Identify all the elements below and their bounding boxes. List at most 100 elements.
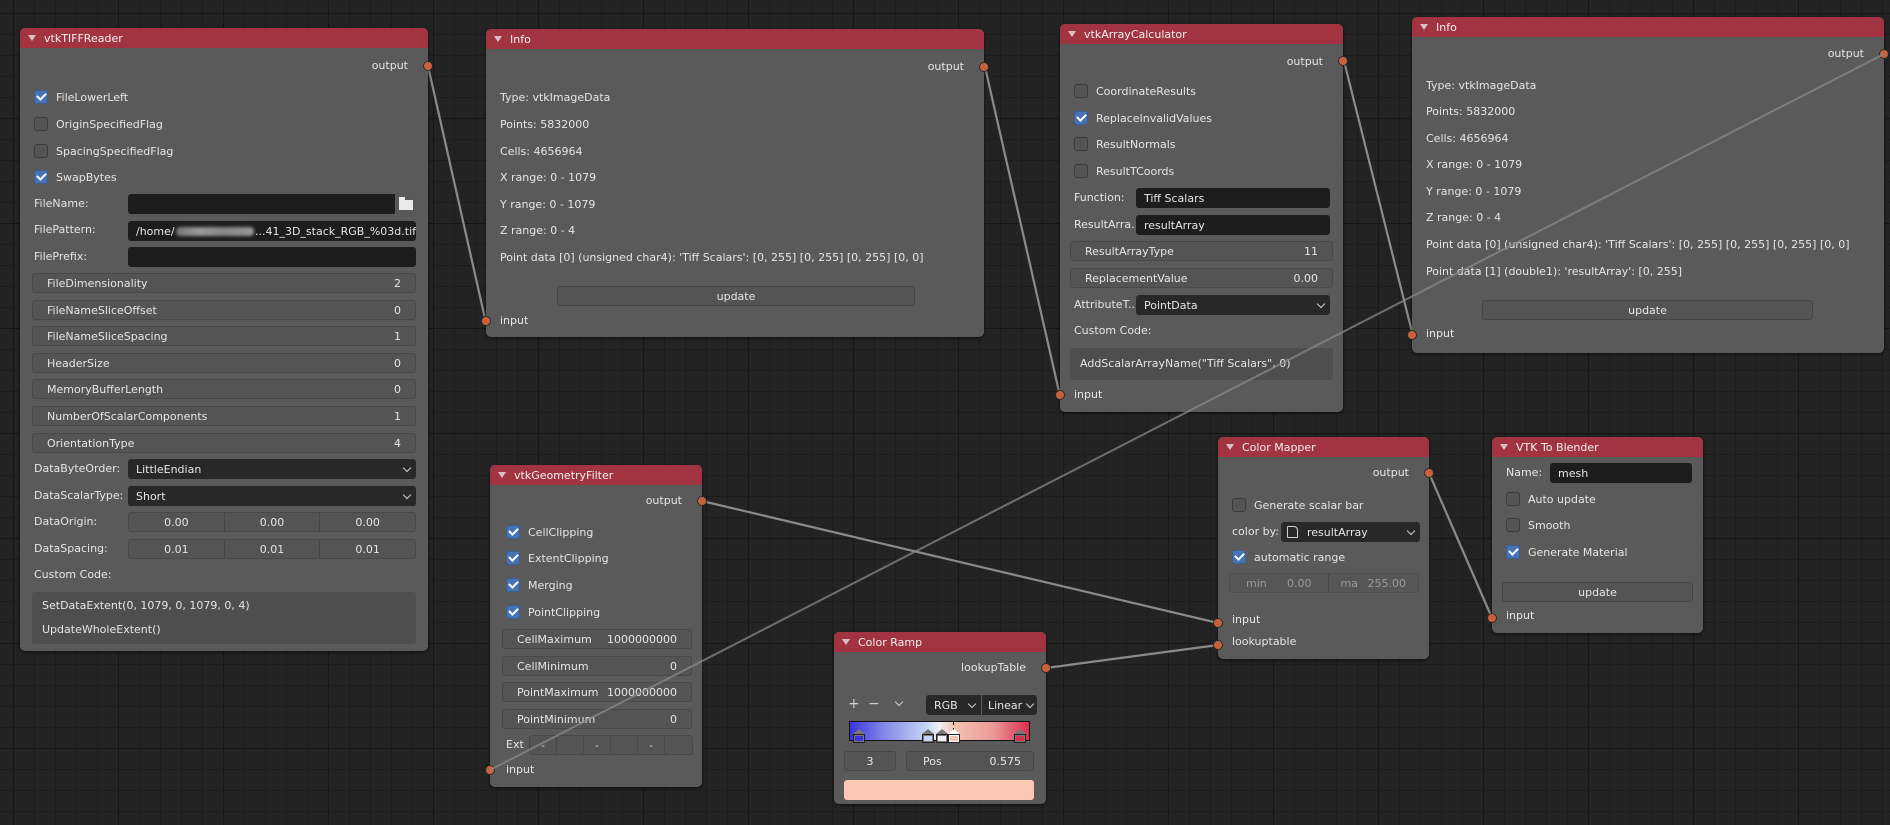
field-file-name-slice-offset[interactable]: FileNameSliceOffset 0	[32, 300, 416, 320]
custom-code-box[interactable]: SetDataExtent(0, 1079, 0, 1079, 0, 4) Up…	[32, 592, 416, 644]
checkbox-icon[interactable]	[1074, 137, 1088, 151]
node-header[interactable]: vtkArrayCalculator	[1060, 24, 1343, 44]
checkbox-icon[interactable]	[1074, 111, 1088, 125]
checkbox-swap-bytes[interactable]: SwapBytes	[34, 168, 117, 186]
checkbox-auto-update[interactable]: Auto update	[1506, 490, 1596, 508]
input-socket[interactable]	[1487, 613, 1497, 623]
node-header[interactable]: Color Mapper	[1218, 437, 1429, 457]
output-socket[interactable]	[1041, 663, 1051, 673]
collapse-triangle-icon[interactable]	[498, 472, 506, 478]
field-memory-buffer-length[interactable]: MemoryBufferLength 0	[32, 379, 416, 399]
node-vtk-geometry-filter[interactable]: vtkGeometryFilter output CellClipping Ex…	[485, 465, 707, 787]
output-socket[interactable]	[979, 62, 989, 72]
color-by-dropdown[interactable]: resultArray	[1281, 522, 1420, 542]
ramp-stop-0[interactable]	[853, 729, 865, 743]
checkbox-automatic-range[interactable]: automatic range	[1232, 548, 1345, 566]
checkbox-icon[interactable]	[34, 117, 48, 131]
remove-stop-icon[interactable]: −	[868, 696, 880, 712]
custom-code-box[interactable]: AddScalarArrayName("Tiff Scalars", 0)	[1070, 348, 1333, 380]
checkbox-coordinate-results[interactable]: CoordinateResults	[1074, 82, 1196, 100]
ramp-stop-3-active[interactable]	[948, 729, 960, 743]
node-header[interactable]: vtkGeometryFilter	[490, 465, 702, 485]
byte-order-dropdown[interactable]: LittleEndian	[128, 459, 416, 479]
scalar-type-dropdown[interactable]: Short	[128, 486, 416, 506]
function-input[interactable]: Tiff Scalars	[1136, 188, 1330, 208]
node-info-left[interactable]: Info output Type: vtkImageData Points: 5…	[481, 29, 989, 337]
node-header[interactable]: Color Ramp	[834, 632, 1046, 652]
field-point-maximum[interactable]: PointMaximum 1000000000	[502, 682, 692, 702]
checkbox-icon[interactable]	[506, 525, 520, 539]
ramp-stop-4[interactable]	[1014, 729, 1026, 743]
spacing-x[interactable]: 0.01	[129, 540, 225, 558]
checkbox-icon[interactable]	[506, 551, 520, 565]
checkbox-icon[interactable]	[506, 578, 520, 592]
node-info-right[interactable]: Info output Type: vtkImageData Points: 5…	[1407, 17, 1889, 353]
checkbox-point-clipping[interactable]: PointClipping	[506, 603, 600, 621]
origin-x[interactable]: 0.00	[129, 513, 225, 531]
field-cell-maximum[interactable]: CellMaximum 1000000000	[502, 629, 692, 649]
input-socket[interactable]	[485, 765, 495, 775]
spacing-z[interactable]: 0.01	[355, 542, 380, 556]
field-cell-minimum[interactable]: CellMinimum 0	[502, 656, 692, 676]
collapse-triangle-icon[interactable]	[28, 35, 36, 41]
checkbox-icon[interactable]	[1232, 550, 1246, 564]
checkbox-spacing-specified-flag[interactable]: SpacingSpecifiedFlag	[34, 142, 173, 160]
checkbox-replace-invalid-values[interactable]: ReplaceInvalidValues	[1074, 109, 1212, 127]
field-replacement-value[interactable]: ReplacementValue 0.00	[1070, 268, 1333, 288]
checkbox-icon[interactable]	[1074, 84, 1088, 98]
checkbox-icon[interactable]	[1074, 164, 1088, 178]
node-vtk-array-calculator[interactable]: vtkArrayCalculator output CoordinateResu…	[1055, 24, 1348, 412]
color-ramp-gradient[interactable]	[849, 721, 1030, 743]
checkbox-result-normals[interactable]: ResultNormals	[1074, 135, 1176, 153]
checkbox-icon[interactable]	[1506, 545, 1520, 559]
input-socket[interactable]	[481, 316, 491, 326]
input-socket[interactable]	[1407, 330, 1417, 340]
checkbox-origin-specified-flag[interactable]: OriginSpecifiedFlag	[34, 115, 163, 133]
data-spacing-vector[interactable]: 0.01 0.01 0.01	[128, 539, 416, 559]
checkbox-icon[interactable]	[34, 170, 48, 184]
collapse-triangle-icon[interactable]	[842, 639, 850, 645]
file-name-input[interactable]	[128, 194, 396, 214]
collapse-triangle-icon[interactable]	[1068, 31, 1076, 37]
node-color-ramp[interactable]: Color Ramp lookupTable + − RGB Linear 3 …	[834, 632, 1051, 804]
collapse-triangle-icon[interactable]	[1420, 24, 1428, 30]
update-button[interactable]: update	[557, 286, 915, 306]
field-point-minimum[interactable]: PointMinimum 0	[502, 709, 692, 729]
active-stop-color-swatch[interactable]	[844, 780, 1034, 800]
extent-3[interactable]	[611, 736, 638, 754]
checkbox-icon[interactable]	[34, 144, 48, 158]
input-socket[interactable]	[1213, 618, 1223, 628]
node-vtk-tiff-reader[interactable]: vtkTIFFReader output FileLowerLeft Origi…	[20, 28, 433, 651]
checkbox-icon[interactable]	[34, 90, 48, 104]
checkbox-smooth[interactable]: Smooth	[1506, 516, 1570, 534]
field-file-name-slice-spacing[interactable]: FileNameSliceSpacing 1	[32, 326, 416, 346]
checkbox-generate-scalar-bar[interactable]: Generate scalar bar	[1232, 496, 1363, 514]
extent-5[interactable]	[665, 736, 692, 754]
checkbox-icon[interactable]	[506, 605, 520, 619]
data-origin-vector[interactable]: 0.00 0.00 0.00	[128, 512, 416, 532]
min-field[interactable]: min 0.00	[1230, 574, 1329, 592]
file-prefix-input[interactable]	[128, 247, 416, 267]
node-header[interactable]: vtkTIFFReader	[20, 28, 428, 48]
field-result-array-type[interactable]: ResultArrayType 11	[1070, 241, 1333, 261]
interpolation-dropdown[interactable]: Linear	[982, 695, 1037, 715]
output-socket[interactable]	[1424, 468, 1434, 478]
lookuptable-socket[interactable]	[1213, 640, 1223, 650]
max-field[interactable]: ma 255.00	[1329, 574, 1419, 592]
node-vtk-to-blender[interactable]: VTK To Blender Name: mesh Auto update Sm…	[1487, 437, 1703, 633]
spacing-y[interactable]: 0.01	[225, 540, 321, 558]
add-stop-icon[interactable]: +	[848, 696, 860, 712]
field-file-dimensionality[interactable]: FileDimensionality 2	[32, 273, 416, 293]
collapse-triangle-icon[interactable]	[1500, 444, 1508, 450]
checkbox-merging[interactable]: Merging	[506, 576, 573, 594]
file-pattern-input[interactable]: /home/...41_3D_stack_RGB_%03d.tif	[128, 221, 416, 241]
output-socket[interactable]	[1879, 49, 1889, 59]
node-color-mapper[interactable]: Color Mapper output Generate scalar bar …	[1213, 437, 1434, 659]
color-mode-dropdown[interactable]: RGB	[926, 695, 981, 715]
checkbox-generate-material[interactable]: Generate Material	[1506, 543, 1628, 561]
checkbox-file-lower-left[interactable]: FileLowerLeft	[34, 88, 128, 106]
input-socket[interactable]	[1055, 390, 1065, 400]
browse-folder-button[interactable]	[395, 194, 417, 214]
collapse-triangle-icon[interactable]	[1226, 444, 1234, 450]
checkbox-icon[interactable]	[1232, 498, 1246, 512]
